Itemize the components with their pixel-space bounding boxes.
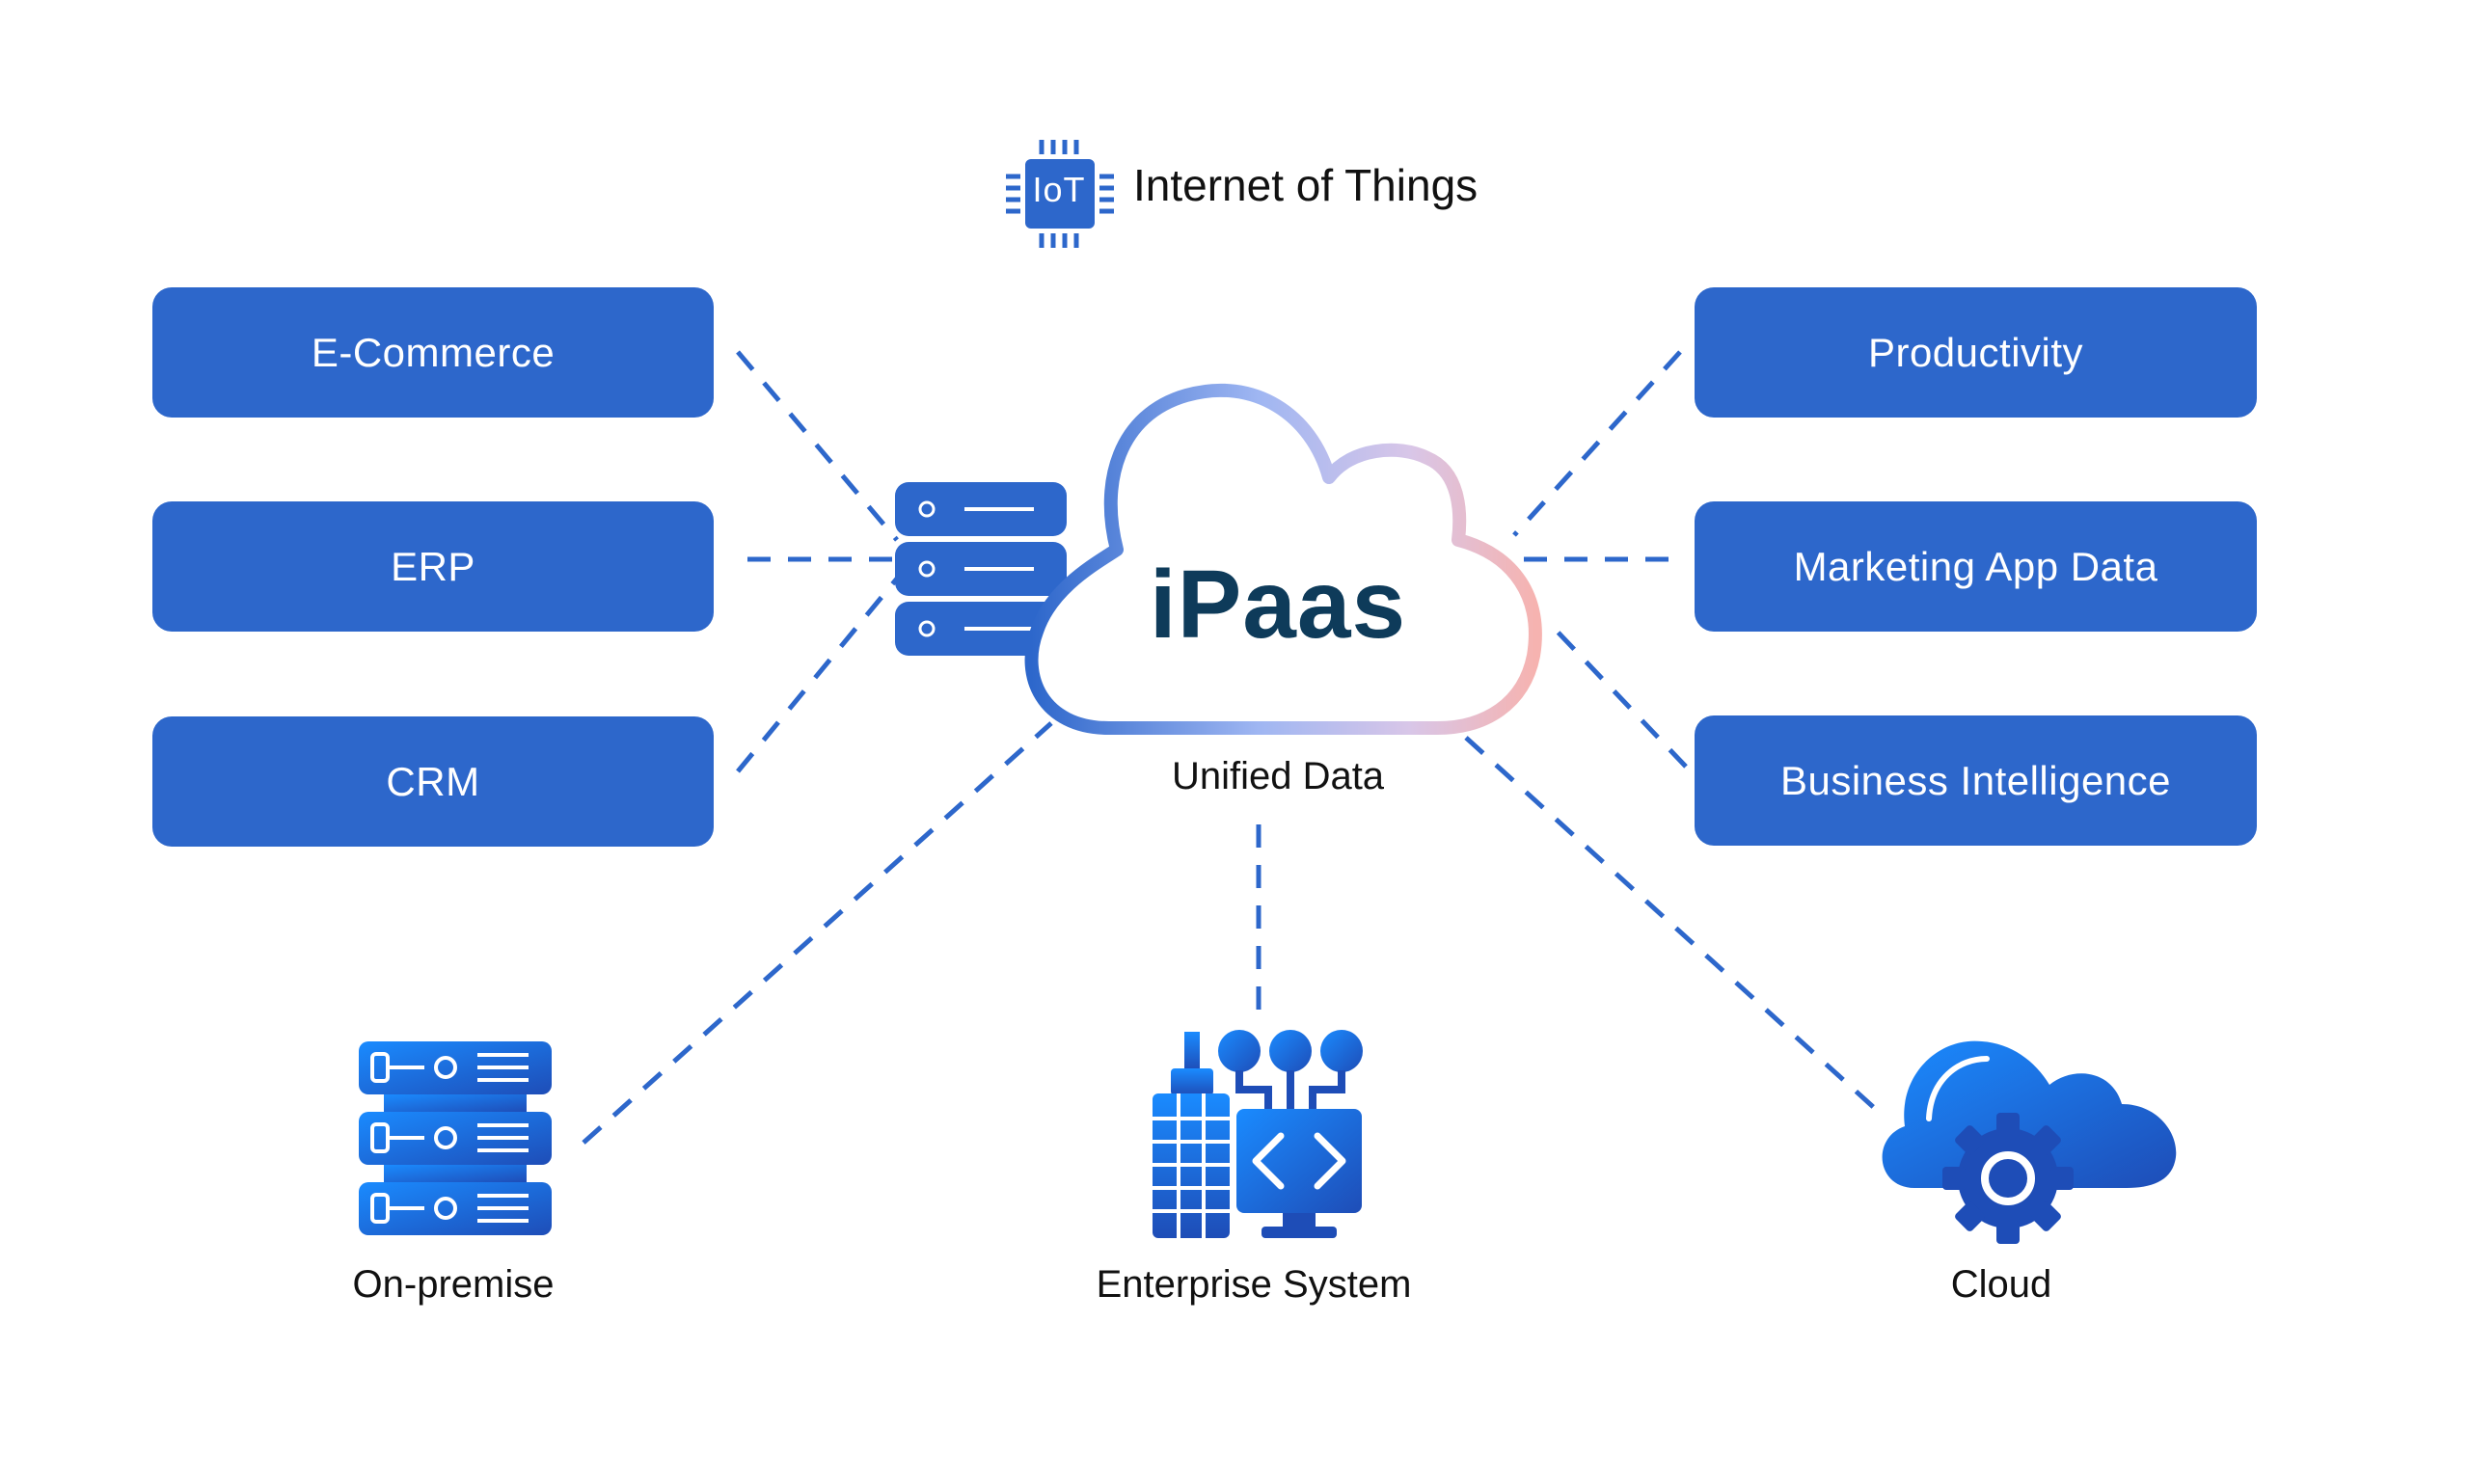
caption-on-premise: On-premise [352,1263,555,1306]
connector-crm [736,577,899,773]
hub-data-stack-icon [895,482,1067,656]
server-rack-icon [359,1041,552,1235]
connector-productivity [1512,350,1682,537]
connector-cloud [1464,736,1883,1116]
connector-ecommerce [736,350,899,542]
system-box-crm: CRM [152,716,714,847]
iot-chip-text: IoT [1032,170,1086,209]
system-box-erp: ERP [152,501,714,632]
connectors [582,350,1883,1145]
caption-cloud: Cloud [1950,1263,2052,1306]
system-box-marketing-app-data: Marketing App Data [1695,501,2257,632]
system-box-business-intelligence: Business Intelligence [1695,715,2257,846]
cloud-gear-icon [1882,1040,2177,1244]
iot-label: Internet of Things [1133,160,1479,210]
caption-enterprise-system: Enterprise System [1096,1263,1412,1306]
system-box-ecommerce: E-Commerce [152,287,714,418]
system-box-productivity: Productivity [1695,287,2257,418]
hub-title: iPaas [1149,551,1407,659]
connector-bi [1551,625,1688,769]
iot-chip-icon [1006,140,1114,248]
cloud-outline-icon [1024,383,1542,735]
hub-subtitle: Unified Data [1171,755,1385,797]
enterprise-system-icon [1153,1030,1363,1238]
